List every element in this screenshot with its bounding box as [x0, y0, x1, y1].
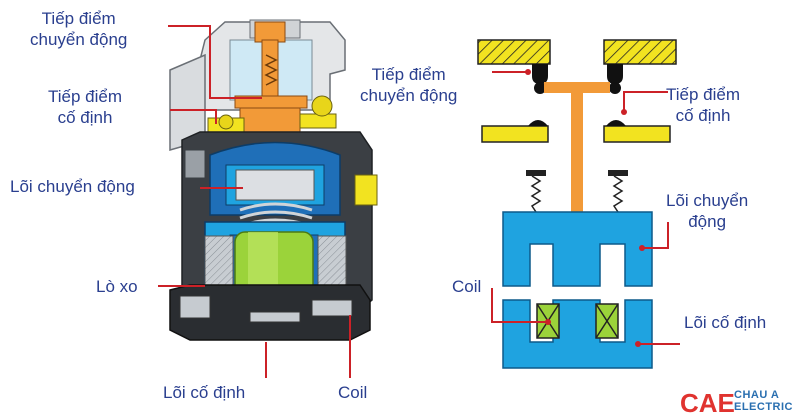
fixed-top-bar-right: [603, 39, 677, 65]
label-moving-contact-left: Tiếp điểm chuyển động: [30, 9, 128, 49]
label-coil-left: Coil: [338, 383, 368, 402]
chau-a-electric-logo: CAE: [680, 388, 735, 417]
contactor-cutaway: [169, 19, 378, 341]
actuator-rod: [571, 82, 583, 212]
label-fixed-core-left: Lõi cố định: [163, 383, 246, 402]
fixed-top-bar-left: [477, 39, 551, 65]
fixed-contact-right: [603, 125, 671, 143]
label-moving-core-left: Lõi chuyển động: [10, 177, 135, 196]
logo-mark: CAE: [680, 388, 735, 417]
label-fixed-core-right: Lõi cố định: [684, 313, 767, 332]
fixed-contact-left: [481, 125, 549, 143]
moving-core-block: [502, 211, 653, 287]
label-moving-core-right: Lõi chuyển động: [666, 191, 749, 231]
right-leader-lines: [491, 69, 680, 347]
label-coil-right: Coil: [452, 277, 482, 296]
fixed-core-block: [502, 299, 653, 369]
logo-line1: CHAU A: [734, 389, 780, 401]
label-fixed-contact-right: Tiếp điểm cố định: [666, 85, 741, 125]
logo-text: CHAU A ELECTRIC: [734, 389, 793, 413]
label-fixed-contact-left: Tiếp điểm cố định: [48, 87, 123, 127]
label-spring-left: Lò xo: [96, 277, 138, 296]
left-leader-lines: [158, 25, 351, 378]
logo-line2: ELECTRIC: [734, 401, 793, 413]
schematic: [477, 39, 677, 369]
label-moving-contact-right: Tiếp điểm chuyển động: [360, 65, 458, 105]
